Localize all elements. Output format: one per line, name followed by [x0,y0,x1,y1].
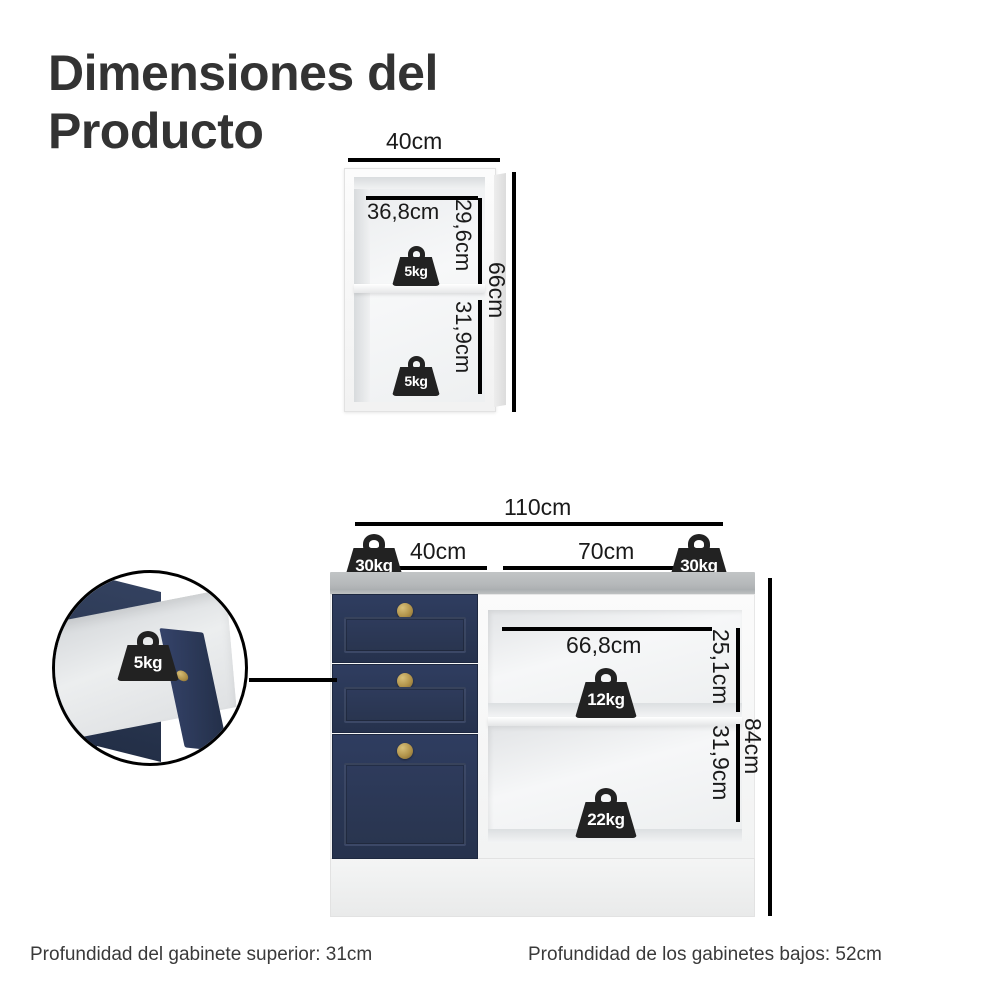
weight-badge-upper-bottom-shelf: 5kg [392,356,440,396]
upper-interior-width-label: 36,8cm [367,199,440,224]
drawer-section-width-dimension-line [395,566,487,570]
lower-bottom-shelf-height-label: 31,9cm [708,725,734,801]
lower-total-width-dimension-line [355,522,723,526]
drawer-front-bottom[interactable] [332,734,478,859]
weight-body-icon [392,257,440,286]
shelf-section-width-label: 70cm [578,538,635,564]
upper-bottom-shelf-height-label: 31,9cm [451,301,476,374]
upper-height-label: 66cm [484,262,510,319]
weight-body-icon [117,645,179,681]
upper-cabinet-shelf [354,284,485,293]
lower-bottom-shelf-dimension-line [736,724,740,822]
lower-cabinet-illustration [330,572,755,917]
lower-cabinet-base [330,858,755,917]
footer-lower-depth: Profundidad de los gabinetes bajos: 52cm [528,944,882,965]
weight-badge-lower-top-shelf: 12kg [575,668,637,718]
upper-interior-width-dimension-line [366,196,478,200]
lower-height-label: 84cm [740,718,766,775]
drawer-panel [344,617,466,653]
drawer-knob-icon[interactable] [397,673,413,689]
lower-total-width-label: 110cm [504,494,572,520]
footer-upper-depth: Profundidad del gabinete superior: 31cm [30,944,373,965]
weight-value: 12kg [587,690,625,709]
page-title: Dimensiones del Producto [48,45,438,159]
upper-top-shelf-height-label: 29,6cm [451,199,476,272]
weight-value: 5kg [404,373,428,389]
weight-value: 5kg [404,263,428,279]
drawer-knob-icon[interactable] [397,743,413,759]
weight-badge-lower-bottom-shelf: 22kg [575,788,637,838]
drawer-detail-callout: 5kg [52,570,248,766]
weight-value: 5kg [133,653,163,672]
callout-connector-line [249,678,337,682]
drawer-front-top[interactable] [332,594,478,663]
shelf-section-width-dimension-line [503,566,680,570]
drawer-panel [344,687,466,723]
upper-top-shelf-dimension-line [478,198,482,284]
upper-width-dimension-line [348,158,500,162]
shelf-interior-width-dimension-line [502,627,712,631]
weight-body-icon [575,682,637,718]
upper-width-label: 40cm [386,128,443,154]
shelf-interior-width-label: 66,8cm [566,632,642,658]
open-shelf-divider [488,717,742,726]
weight-badge-drawer: 5kg [117,631,179,681]
lower-height-dimension-line [768,578,772,916]
upper-height-dimension-line [512,172,516,412]
drawer-stack [332,594,478,859]
drawer-panel [344,763,466,846]
lower-top-shelf-height-label: 25,1cm [708,629,734,705]
countertop [330,572,755,596]
drawer-section-width-label: 40cm [410,538,467,564]
weight-body-icon [392,367,440,396]
lower-top-shelf-dimension-line [736,628,740,712]
weight-value: 30kg [680,556,718,575]
weight-body-icon [575,802,637,838]
drawer-knob-icon[interactable] [397,603,413,619]
weight-value: 22kg [587,810,625,829]
drawer-front-middle[interactable] [332,664,478,733]
weight-value: 30kg [355,556,393,575]
upper-bottom-shelf-dimension-line [478,300,482,394]
weight-badge-upper-top-shelf: 5kg [392,246,440,286]
